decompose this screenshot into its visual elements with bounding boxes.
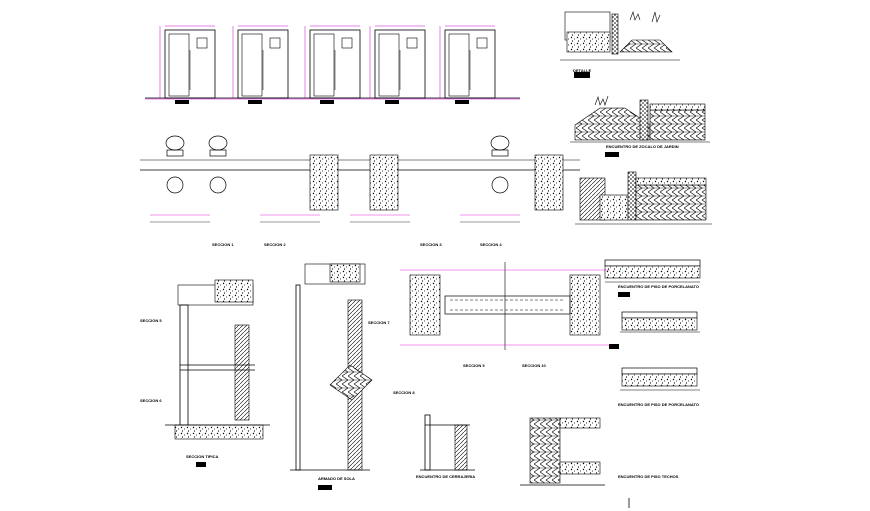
label-seccion-8: SECCION 8 [393, 390, 415, 395]
detail-zocalo-top [560, 10, 680, 78]
label-seccion-6: SECCION 6 [140, 398, 162, 403]
title-cerrajeria: ENCUENTRO DE CERRAJERIA [416, 474, 475, 479]
wall-section [309, 154, 339, 211]
toilet-icon [490, 135, 510, 194]
label-seccion-4: SECCION 4 [480, 242, 502, 247]
detail-zocalo-jardin [570, 95, 710, 157]
door-elevation [369, 25, 426, 104]
label-seccion-2: SECCION 2 [264, 242, 286, 247]
elevation-tag-icon [385, 100, 399, 104]
door-elevation [439, 25, 496, 104]
detail-porcelanato-2 [609, 311, 700, 349]
elevation-tag-icon [248, 100, 262, 104]
horizontal-sections-row [140, 135, 580, 223]
detail-cerrajeria [420, 414, 475, 471]
toilet-icon [165, 135, 185, 194]
elevation-tag-icon [455, 100, 469, 104]
title-techos: ENCUENTRO DE PISO TECHOS [618, 474, 679, 479]
label-seccion-9: SECCION 9 [463, 363, 485, 368]
section-armado [290, 263, 373, 490]
tag-detalle: DETALLE [573, 68, 591, 73]
title-zocalo-jardin: ENCUENTRO DE ZOCALO DE JARDIN [606, 144, 679, 149]
door-elevation [232, 25, 289, 104]
wall-section [534, 154, 564, 211]
label-seccion-3: SECCION 3 [420, 242, 442, 247]
detail-titles: ENCUENTRO DE ZOCALO DE JARDIN ENCUENTRO … [186, 68, 699, 481]
section-9-10 [400, 262, 610, 350]
label-seccion-5: SECCION 5 [140, 318, 162, 323]
detail-porcelanato-1 [604, 259, 701, 297]
label-seccion-1: SECCION 1 [212, 242, 234, 247]
door-elevation [159, 25, 216, 104]
title-porcelanato-1: ENCUENTRO DE PISO DE PORCELANATO [618, 284, 699, 289]
title-seccion-tipica: SECCION TIPICA [186, 454, 219, 459]
detail-zocalo-2 [575, 171, 712, 225]
door-elevations-row [159, 25, 496, 104]
elevation-tag-icon [320, 100, 334, 104]
label-seccion-10: SECCION 10 [522, 363, 547, 368]
detail-porcelanato-3 [620, 367, 700, 391]
door-elevation [304, 25, 361, 104]
title-porcelanato-2: ENCUENTRO DE PISO DE PORCELANATO [618, 402, 699, 407]
wall-section [369, 154, 399, 211]
title-armado: ARMADO DE SOLA [318, 476, 355, 481]
detail-techos [520, 417, 630, 508]
label-seccion-7: SECCION 7 [368, 320, 390, 325]
elevation-tag-icon [175, 100, 189, 104]
section-labels: SECCION 1 SECCION 2 SECCION 3 SECCION 4 … [140, 242, 547, 403]
toilet-icon [208, 135, 228, 194]
section-typical [165, 279, 270, 467]
